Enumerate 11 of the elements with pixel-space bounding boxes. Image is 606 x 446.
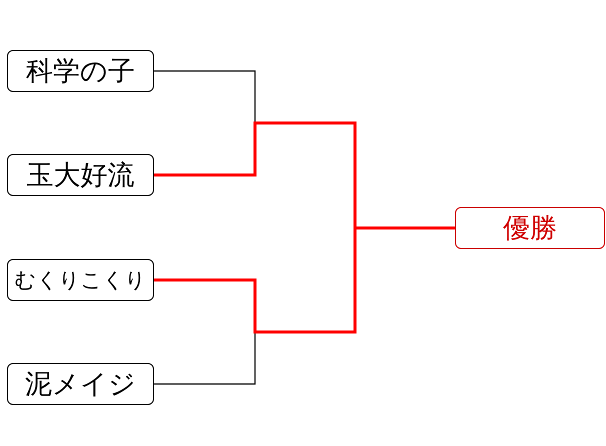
entrant-box: [7, 363, 154, 405]
entrant-box: [7, 154, 154, 196]
name-text: 泥メイジ: [25, 370, 136, 398]
name-text: 優勝: [503, 214, 557, 242]
entrant-box: [7, 259, 154, 301]
name-text: むくりこくり: [14, 270, 146, 290]
bracket-line: [154, 226, 455, 334]
name-text: 科学の子: [26, 58, 135, 84]
winner-box: [455, 207, 605, 249]
entrant-box: [7, 50, 154, 92]
name-text: 玉大好流: [26, 162, 134, 188]
